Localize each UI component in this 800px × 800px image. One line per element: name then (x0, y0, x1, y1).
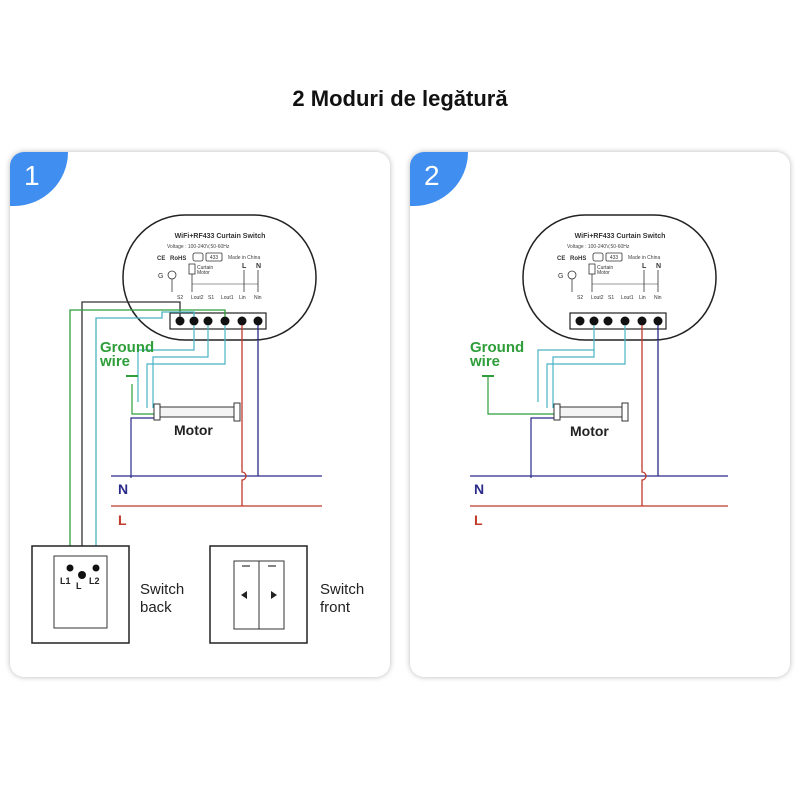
bus-n-label: N (118, 481, 128, 497)
motor-wires (126, 325, 226, 478)
terminal-s2-label: S2 (177, 295, 183, 301)
terminal-lout1-label: Lout1 (221, 295, 234, 301)
mode-number: 2 (424, 160, 440, 191)
curtain-switch-module: WiFi+RF433 Curtain Switch Voltage : 100-… (122, 214, 317, 341)
curtain-small-label: Curtain (597, 265, 613, 271)
bus-l-label: L (118, 512, 127, 528)
module-n-label: N (656, 263, 661, 270)
bus-l-label: L (474, 512, 483, 528)
terminal-lout1-label: Lout1 (621, 295, 634, 301)
curtain-small-label: Curtain (197, 265, 213, 271)
terminal-nin-label: Nin (654, 295, 662, 301)
motor-label: Motor (174, 422, 213, 438)
rf-badge (605, 252, 623, 262)
switch-l1-label: L1 (60, 576, 71, 586)
wiring-mode-2-panel: 2 WiFi+RF433 Curtain Switch Voltage : 10… (410, 152, 790, 677)
mode-number: 1 (24, 160, 40, 191)
ground-wire-label-line2: wire (99, 353, 130, 370)
module-n-label: N (256, 263, 261, 270)
power-bus (111, 325, 322, 507)
motor-tube (553, 402, 629, 422)
motor-small-label: Motor (597, 270, 610, 276)
module-l-label: L (242, 263, 247, 270)
terminal-lin-label: Lin (239, 295, 246, 301)
curtain-switch-module: WiFi+RF433 Curtain Switch Voltage : 100-… (522, 214, 717, 341)
switch-front-label-line1: Switch (320, 581, 364, 598)
terminal-nin-label: Nin (254, 295, 262, 301)
rf-badge (205, 252, 223, 262)
rohs-mark: RoHS (170, 256, 186, 262)
rohs-mark: RoHS (570, 256, 586, 262)
ground-wire-label-line2: wire (469, 353, 500, 370)
switch-l2-label: L2 (89, 576, 100, 586)
switch-l-label: L (76, 581, 82, 591)
terminal-lout2-label: Lout2 (191, 295, 204, 301)
arrow-right-icon (271, 591, 277, 599)
switch-back: L1 L L2 (31, 545, 130, 644)
switch-back-label-line1: Switch (140, 581, 184, 598)
mode-number-badge: 1 (10, 152, 68, 206)
module-title: WiFi+RF433 Curtain Switch (575, 233, 666, 240)
bus-n-label: N (474, 481, 484, 497)
wifi-icon (592, 252, 604, 262)
switch-back-label-line2: back (140, 599, 172, 616)
module-voltage: Voltage : 100-240V,50-60Hz (167, 244, 230, 250)
page-title: 2 Moduri de legătură (292, 86, 508, 111)
motor-small-label: Motor (197, 270, 210, 276)
wiring-mode-1-panel: 1 WiFi+RF433 Curtain Switch Voltage : 10… (10, 152, 390, 677)
terminal-s2-label: S2 (577, 295, 583, 301)
terminal-lout2-label: Lout2 (591, 295, 604, 301)
ground-wire-label-line1: Ground (100, 339, 154, 356)
wifi-icon (192, 252, 204, 262)
terminal-s1-label: S1 (208, 295, 214, 301)
motor-wires (482, 325, 626, 478)
module-voltage: Voltage : 100-240V,50-60Hz (567, 244, 630, 250)
ground-letter: G (158, 273, 163, 280)
terminal-lin-label: Lin (639, 295, 646, 301)
made-in-label: Made in China (628, 255, 660, 261)
module-l-label: L (642, 263, 647, 270)
switch-front (209, 545, 308, 644)
switch-wires (69, 301, 226, 565)
wiring-diagram-2: WiFi+RF433 Curtain Switch Voltage : 100-… (469, 214, 728, 528)
motor-tube (153, 402, 241, 422)
terminal-s1-label: S1 (608, 295, 614, 301)
motor-label: Motor (570, 423, 609, 439)
ground-letter: G (558, 273, 563, 280)
made-in-label: Made in China (228, 255, 260, 261)
power-bus (470, 325, 728, 507)
arrow-left-icon (241, 591, 247, 599)
ground-wire-label-line1: Ground (470, 339, 524, 356)
switch-front-label-line2: front (320, 599, 351, 616)
ce-mark: CE (557, 256, 565, 262)
rf-label: 433 (210, 255, 219, 261)
module-title: WiFi+RF433 Curtain Switch (175, 233, 266, 240)
wiring-diagram-1: WiFi+RF433 Curtain Switch Voltage : 100-… (31, 214, 364, 644)
rf-label: 433 (610, 255, 619, 261)
ce-mark: CE (157, 256, 165, 262)
